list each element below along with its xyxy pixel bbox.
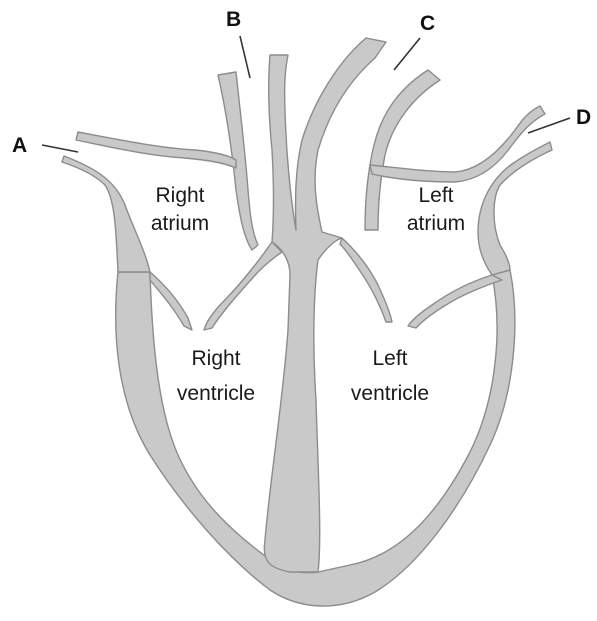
label-c: C bbox=[420, 12, 435, 35]
mitral-valve bbox=[408, 275, 502, 328]
vessel-a bbox=[76, 132, 236, 168]
left-ventricle-label-line1: Left bbox=[372, 347, 407, 370]
leader-c bbox=[394, 38, 420, 70]
left-ventricle-label-line2: ventricle bbox=[351, 382, 429, 405]
right-atrium-label-line1: Right bbox=[155, 184, 204, 207]
leader-b bbox=[240, 36, 250, 78]
left-atrium-label-line2: atrium bbox=[407, 212, 465, 235]
tricuspid-valve bbox=[150, 272, 192, 330]
label-a: A bbox=[12, 134, 27, 157]
leader-a bbox=[42, 145, 78, 152]
label-b: B bbox=[226, 8, 241, 31]
right-ventricle-label-line1: Right bbox=[191, 347, 240, 370]
septum bbox=[264, 38, 386, 572]
left-atrium-label-line1: Left bbox=[418, 184, 453, 207]
right-ventricle-label-line2: ventricle bbox=[177, 382, 255, 405]
tricuspid-valve-septal bbox=[204, 242, 282, 330]
mitral-valve-septal bbox=[340, 238, 392, 322]
label-d: D bbox=[576, 106, 591, 129]
right-atrium-label-line2: atrium bbox=[151, 212, 209, 235]
vessel-a-lower bbox=[62, 156, 150, 272]
